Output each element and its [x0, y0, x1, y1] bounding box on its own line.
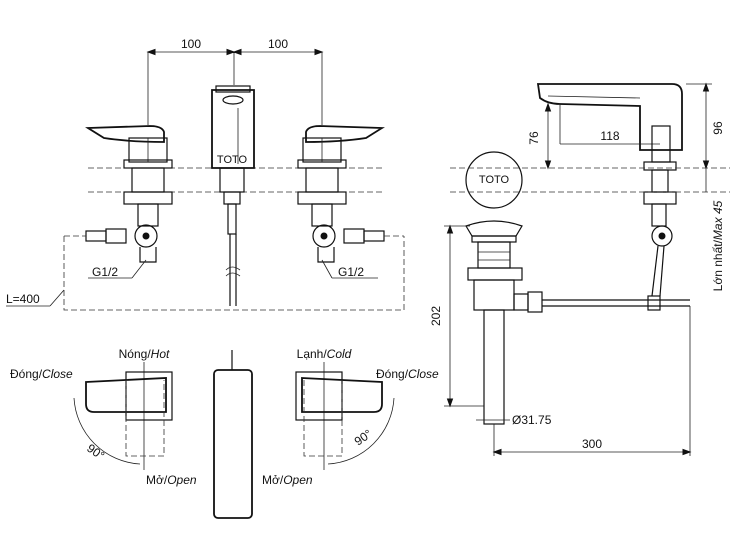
side-view: TOTO 76 118 96 Lớn nhất/Max 45	[429, 82, 730, 456]
dim-spout-reach: 118	[600, 129, 619, 143]
hot-close-label: Đóng/Close	[10, 367, 73, 381]
cold-open-label: Mở/Open	[262, 473, 313, 487]
dim-spout-height: 76	[527, 131, 541, 145]
hot-label-vn: Nóng/	[119, 347, 152, 361]
dimension-spacing: 100 100	[146, 37, 324, 125]
cold-open-vn: Mở/	[262, 473, 284, 487]
dim-spacing-left: 100	[181, 37, 201, 51]
hot-angle: 90°	[84, 441, 107, 463]
cold-close-en: Close	[408, 367, 439, 381]
cold-handle-rotation: Lạnh/Cold Đóng/Close 90° Mở/Open	[262, 347, 439, 487]
cold-angle: 90°	[352, 426, 375, 448]
spout-front: TOTO	[211, 85, 255, 306]
cold-valve-front	[297, 125, 404, 263]
cold-open-en: Open	[283, 473, 313, 487]
max-thickness-label: Lớn nhất/Max 45	[711, 200, 725, 291]
hot-close-vn: Đóng/	[10, 367, 43, 381]
hot-valve-front	[64, 125, 173, 263]
hot-label-en: Hot	[151, 347, 170, 361]
spout-center-view	[213, 350, 253, 519]
hot-open-en: Open	[167, 473, 197, 487]
max-thickness-en: Max 45	[711, 200, 725, 240]
drain-cap-top	[465, 151, 523, 209]
front-view: 100 100 TOTO	[6, 37, 405, 311]
dim-rod-length: 300	[582, 437, 602, 451]
hose-length-label: L=400	[6, 292, 40, 306]
cold-label-vn: Lạnh/	[297, 347, 328, 361]
spout-brand: TOTO	[217, 154, 248, 166]
hot-open-label: Mở/Open	[146, 473, 197, 487]
drain-cap-brand: TOTO	[479, 174, 510, 186]
dim-total-height: 96	[711, 121, 725, 135]
dim-drain-height: 202	[429, 306, 443, 326]
max-thickness-vn: Lớn nhất/	[711, 239, 725, 291]
cold-label: Lạnh/Cold	[297, 347, 352, 361]
cold-label-en: Cold	[327, 347, 352, 361]
hot-open-vn: Mở/	[146, 473, 168, 487]
drain-assembly	[465, 220, 690, 425]
thread-label-right: G1/2	[338, 265, 364, 279]
cold-close-vn: Đóng/	[376, 367, 409, 381]
thread-label-left: G1/2	[92, 265, 118, 279]
hot-label: Nóng/Hot	[119, 347, 170, 361]
hot-handle-rotation: Nóng/Hot Đóng/Close 90° Mở/Open	[10, 347, 197, 487]
hot-close-en: Close	[42, 367, 73, 381]
dim-drain-diameter: Ø31.75	[512, 413, 552, 427]
cold-close-label: Đóng/Close	[376, 367, 439, 381]
dim-spacing-right: 100	[268, 37, 288, 51]
